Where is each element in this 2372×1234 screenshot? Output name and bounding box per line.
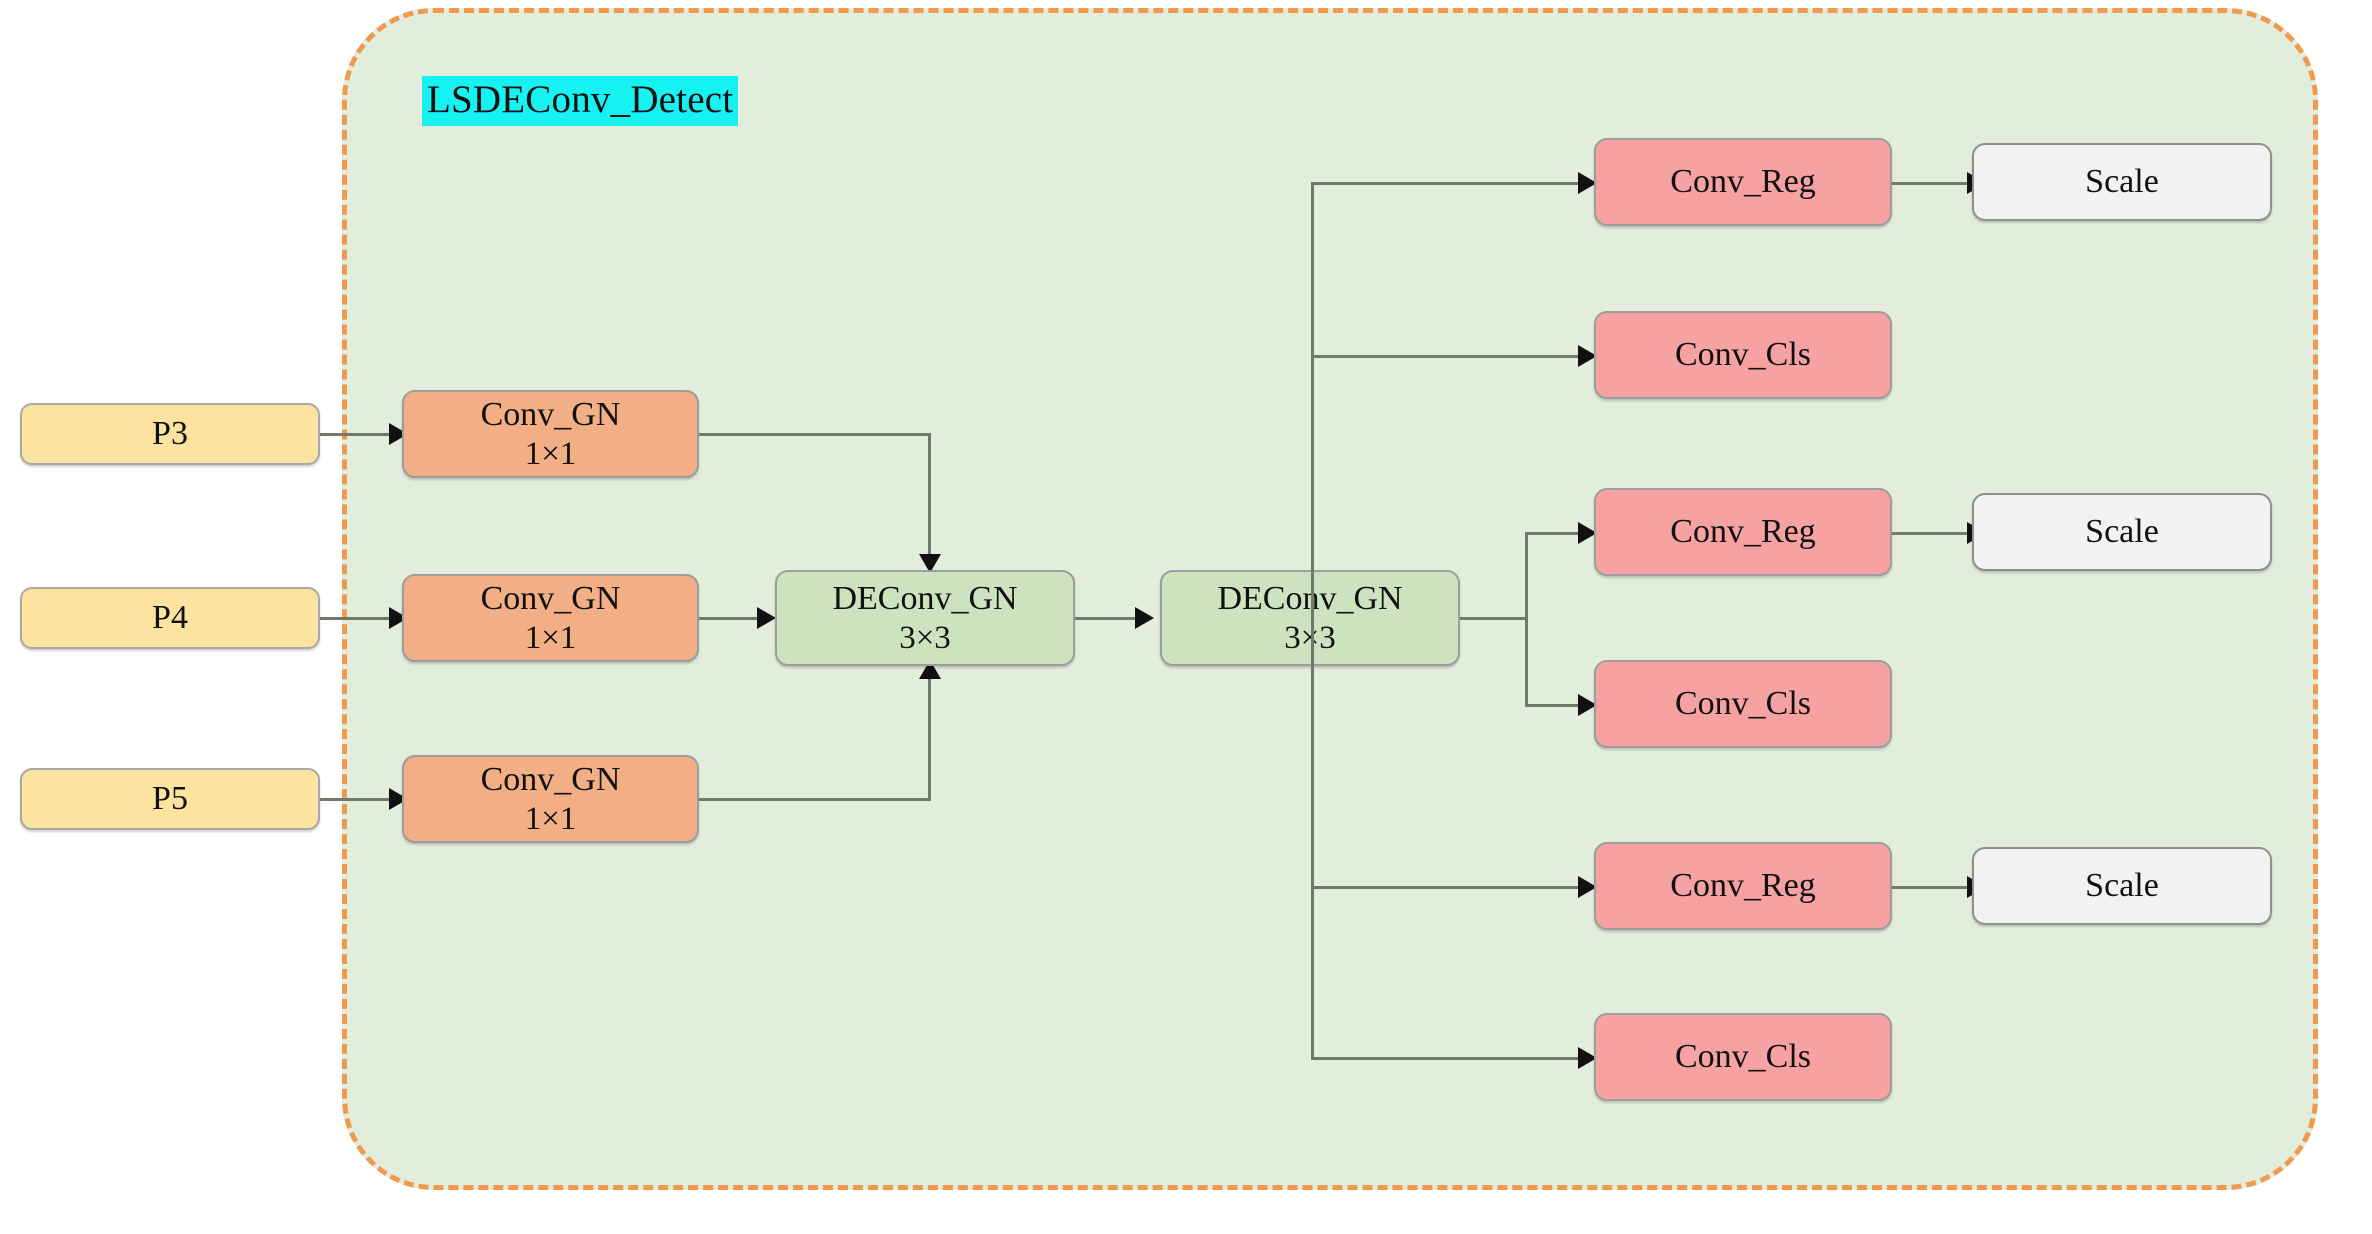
scale-box-3: Scale bbox=[1972, 847, 2272, 925]
head-label-6: Conv_Cls bbox=[1674, 1038, 1812, 1075]
edge-trunk-to-head6 bbox=[1311, 1057, 1586, 1060]
deconv-gn-label-2: DEConv_GN bbox=[1217, 580, 1403, 617]
arrowhead-head1 bbox=[1578, 172, 1597, 194]
head-label-5: Conv_Reg bbox=[1670, 867, 1816, 904]
conv-gn-box-2: Conv_GN 1×1 bbox=[402, 574, 699, 662]
edge-head3-to-scale2 bbox=[1892, 532, 1975, 535]
input-box-p4: P4 bbox=[20, 587, 320, 649]
input-label-p4: P4 bbox=[152, 599, 188, 636]
arrowhead-conv2-deconv1 bbox=[757, 607, 776, 629]
scale-label-3: Scale bbox=[2085, 867, 2159, 904]
scale-box-2: Scale bbox=[1972, 493, 2272, 571]
input-label-p3: P3 bbox=[152, 415, 188, 452]
head-label-4: Conv_Cls bbox=[1674, 685, 1812, 722]
arrowhead-head5 bbox=[1578, 876, 1597, 898]
arrowhead-head6 bbox=[1578, 1047, 1597, 1069]
scale-box-1: Scale bbox=[1972, 143, 2272, 221]
edge-conv3-h bbox=[699, 798, 931, 801]
deconv-gn-kernel-2: 3×3 bbox=[1284, 620, 1336, 656]
edge-deconv1-deconv2 bbox=[1075, 617, 1141, 620]
head-label-2: Conv_Cls bbox=[1674, 336, 1812, 373]
edge-deconv2-mid bbox=[1460, 617, 1528, 620]
edge-p5-to-conv3 bbox=[320, 798, 397, 801]
input-label-p5: P5 bbox=[152, 780, 188, 817]
edge-trunk-vertical bbox=[1311, 182, 1314, 1060]
arrowhead-head2 bbox=[1578, 345, 1597, 367]
edge-head5-to-scale3 bbox=[1892, 886, 1975, 889]
conv-gn-label-3: Conv_GN bbox=[480, 761, 621, 798]
arrowhead-head4 bbox=[1578, 694, 1597, 716]
head-box-conv-cls-1: Conv_Cls bbox=[1594, 311, 1892, 399]
conv-gn-label-2: Conv_GN bbox=[480, 580, 621, 617]
deconv-gn-box-2: DEConv_GN 3×3 bbox=[1160, 570, 1460, 666]
edge-mid-to-head3 bbox=[1525, 532, 1586, 535]
scale-label-2: Scale bbox=[2085, 513, 2159, 550]
conv-gn-kernel-2: 1×1 bbox=[524, 620, 577, 656]
arrowhead-head3 bbox=[1578, 522, 1597, 544]
edge-head1-to-scale1 bbox=[1892, 182, 1975, 185]
scale-label-1: Scale bbox=[2085, 163, 2159, 200]
head-box-conv-cls-3: Conv_Cls bbox=[1594, 1013, 1892, 1101]
deconv-gn-label-1: DEConv_GN bbox=[832, 580, 1018, 617]
edge-conv3-v bbox=[928, 672, 931, 801]
arrowhead-conv1-deconv1 bbox=[919, 554, 941, 573]
edge-p4-to-conv2 bbox=[320, 617, 397, 620]
deconv-gn-box-1: DEConv_GN 3×3 bbox=[775, 570, 1075, 666]
edge-trunk-to-head5 bbox=[1311, 886, 1586, 889]
panel-title: LSDEConv_Detect bbox=[422, 76, 739, 126]
head-label-3: Conv_Reg bbox=[1670, 513, 1816, 550]
conv-gn-kernel-1: 1×1 bbox=[524, 436, 577, 472]
input-box-p3: P3 bbox=[20, 403, 320, 465]
conv-gn-label-1: Conv_GN bbox=[480, 396, 621, 433]
arrowhead-deconv1-deconv2 bbox=[1135, 607, 1154, 629]
head-label-1: Conv_Reg bbox=[1670, 163, 1816, 200]
head-box-conv-reg-3: Conv_Reg bbox=[1594, 842, 1892, 930]
head-box-conv-reg-1: Conv_Reg bbox=[1594, 138, 1892, 226]
conv-gn-box-3: Conv_GN 1×1 bbox=[402, 755, 699, 843]
edge-mid-to-head4 bbox=[1525, 704, 1586, 707]
edge-conv2-h bbox=[699, 617, 763, 620]
edge-mid-fork-vertical bbox=[1525, 532, 1528, 707]
edge-trunk-to-head2 bbox=[1311, 355, 1586, 358]
head-box-conv-cls-2: Conv_Cls bbox=[1594, 660, 1892, 748]
conv-gn-box-1: Conv_GN 1×1 bbox=[402, 390, 699, 478]
head-box-conv-reg-2: Conv_Reg bbox=[1594, 488, 1892, 576]
deconv-gn-kernel-1: 3×3 bbox=[899, 620, 951, 656]
conv-gn-kernel-3: 1×1 bbox=[524, 801, 577, 837]
edge-conv1-v bbox=[928, 433, 931, 564]
edge-conv1-h bbox=[699, 433, 931, 436]
edge-trunk-to-head1 bbox=[1311, 182, 1586, 185]
input-box-p5: P5 bbox=[20, 768, 320, 830]
edge-p3-to-conv1 bbox=[320, 433, 397, 436]
